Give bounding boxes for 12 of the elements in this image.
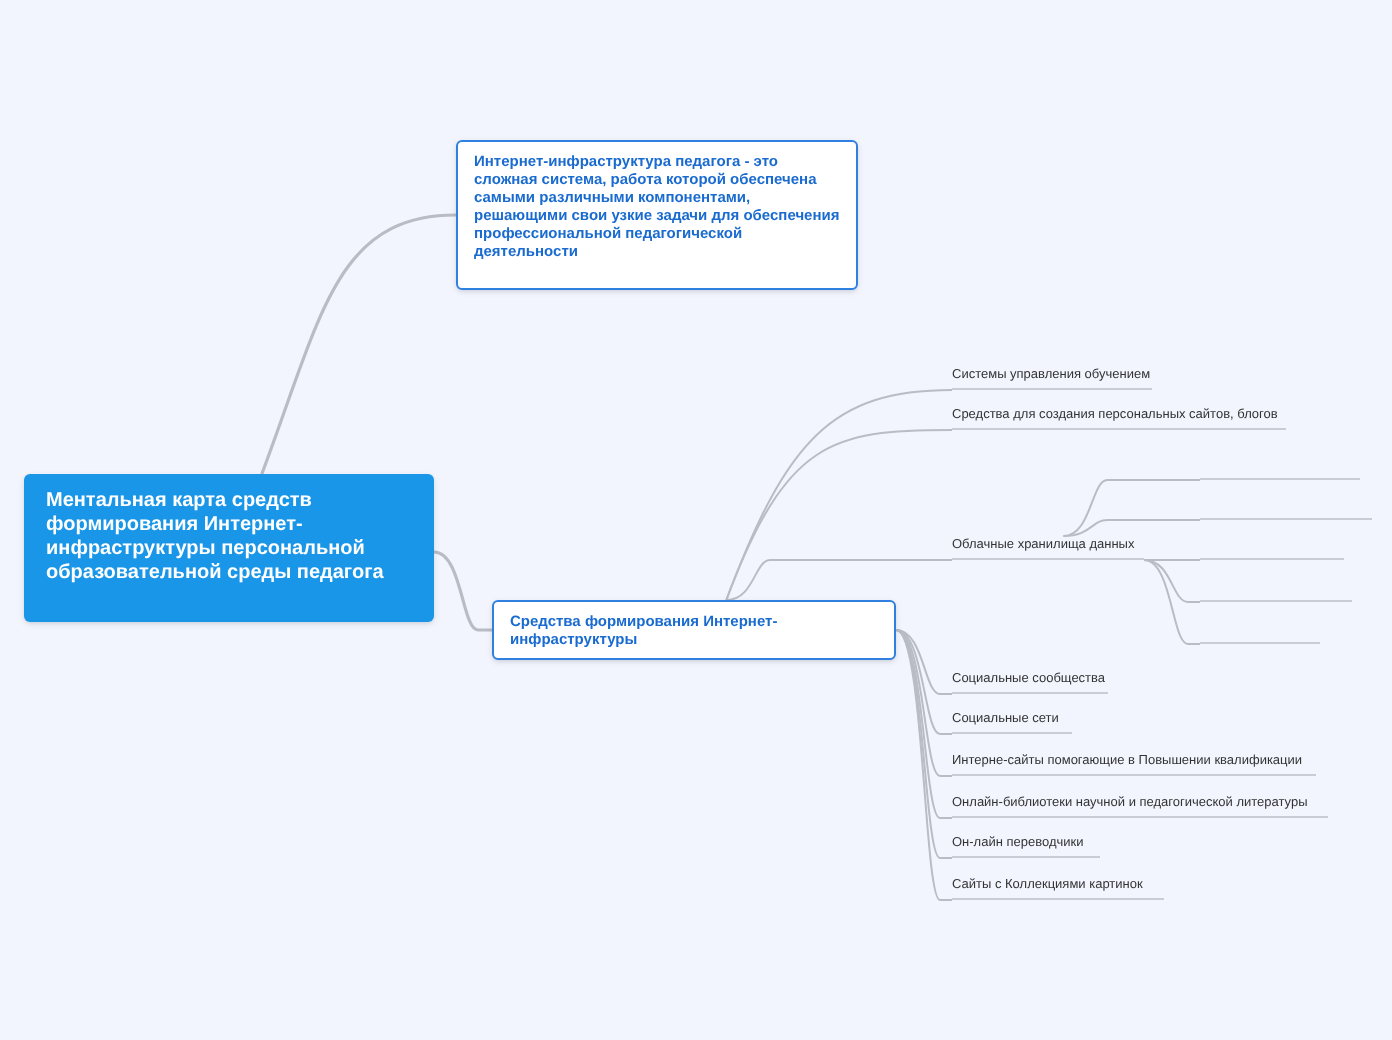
- connector-line: [1062, 479, 1201, 537]
- connector-line: [895, 629, 953, 901]
- connector-line: [433, 550, 492, 632]
- connector-line: [725, 429, 953, 601]
- connector-line: [1062, 519, 1201, 537]
- connector-line: [725, 559, 953, 601]
- connector-line: [1143, 559, 1201, 603]
- connector-line: [260, 213, 457, 475]
- connector-line: [1143, 559, 1201, 561]
- connector-line: [1143, 559, 1201, 645]
- central-topic-box: Ментальная карта средств формирования Интернет-инфраструктуры персональной образовательной среды педагога: [24, 474, 434, 622]
- connector-line: [895, 629, 953, 735]
